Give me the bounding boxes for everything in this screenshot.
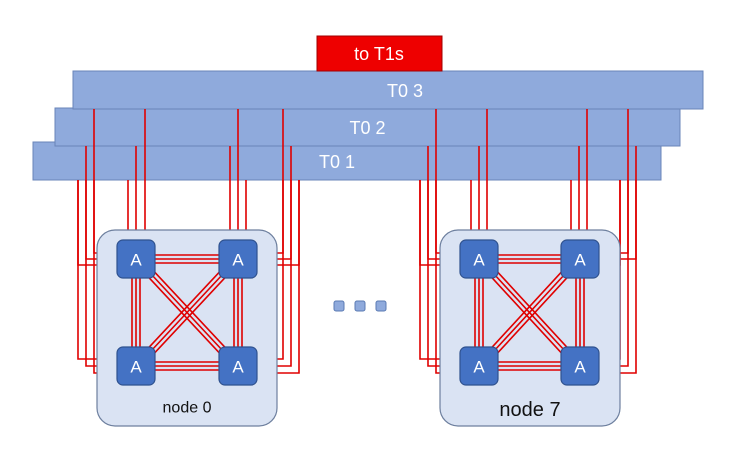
node-0-label: node 0 [163,400,212,417]
mesh-link-left-node1 [474,278,484,347]
ellipsis-dot [354,300,366,312]
node-7-label: node 7 [499,399,560,421]
mesh-link-bottom-node0 [155,361,219,371]
mesh-link-left-node0 [131,278,141,347]
switch-label-node7-br: A [574,358,586,377]
mesh-link-right-node0 [233,278,243,347]
uplink-to-t1s-box [316,35,443,72]
mesh-link-right-node1 [575,278,585,347]
t0-1-bar-label: T0 1 [319,152,355,172]
switch-label-node0-tr: A [232,251,244,270]
switch-node7-tr [560,239,600,279]
t0-2-bar [54,107,681,147]
switch-node0-tr [218,239,258,279]
mesh-link-bottom-node1 [498,361,561,371]
switch-node0-bl [116,346,156,386]
switch-label-node0-bl: A [130,358,142,377]
t0-2-bar-label: T0 2 [349,118,385,138]
t0-1-bar [32,141,662,181]
switch-label-node0-tl: A [130,251,142,270]
t0-3-bar-label: T0 3 [387,81,423,101]
switch-label-node0-br: A [232,358,244,377]
switch-label-node7-tl: A [473,251,485,270]
mesh-link-top-node1 [498,254,561,264]
switch-label-node7-bl: A [473,358,485,377]
switch-node0-br [218,346,258,386]
ellipsis-dot [375,300,387,312]
switch-node0-tl [116,239,156,279]
ellipsis-dot [333,300,345,312]
mesh-link-diag2-node1 [490,270,569,355]
mesh-link-diag2-node0 [147,270,227,355]
switch-label-node7-tr: A [574,251,586,270]
switch-node7-br [560,346,600,386]
uplink-to-t1s-label: to T1s [354,44,404,64]
switch-node7-bl [459,346,499,386]
mesh-link-top-node0 [155,254,219,264]
switch-node7-tl [459,239,499,279]
t0-3-bar [72,70,704,110]
